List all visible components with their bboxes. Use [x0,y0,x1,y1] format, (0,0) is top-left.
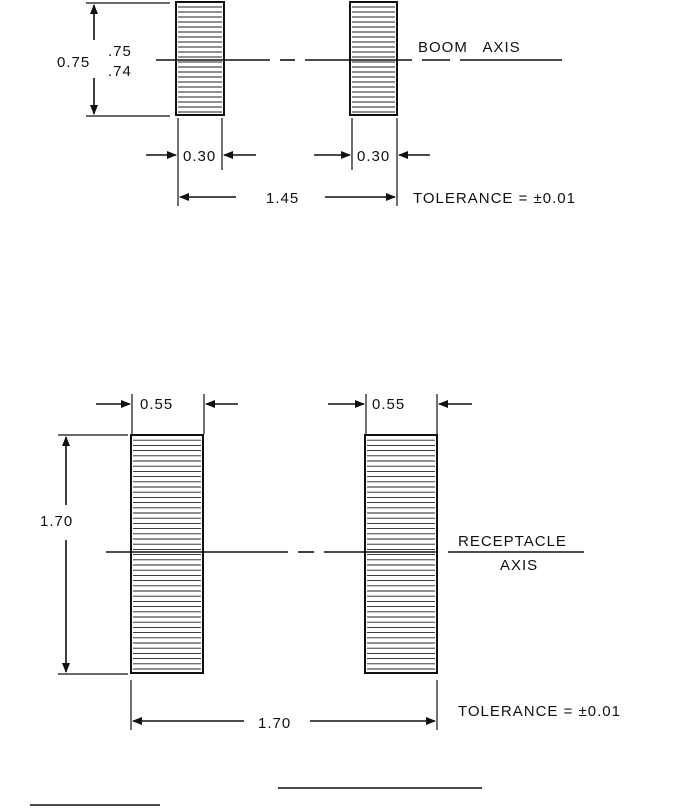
top-right-block-hatching [352,6,395,113]
top-left-block-hatching [178,6,222,113]
bottom-left-block [130,434,204,674]
bottom-left-block-hatching [133,439,201,670]
boom-axis-label: BOOM AXIS [418,39,521,56]
bottom-tolerance-note: TOLERANCE = ±0.01 [458,703,621,720]
bottom-right-width-label: 0.55 [372,396,405,413]
top-right-block [349,1,398,116]
top-left-width-label: 0.30 [183,148,216,165]
bottom-left-width-label: 0.55 [140,396,173,413]
top-height-label: 0.75 [57,54,90,71]
top-height-lower-tolerance: .74 [108,63,132,80]
receptacle-axis-label-line1: RECEPTACLE [458,533,567,550]
top-right-width-label: 0.30 [357,148,390,165]
bottom-height-label: 1.70 [40,513,73,530]
top-spacing-label: 1.45 [266,190,299,207]
top-height-upper-tolerance: .75 [108,43,132,60]
top-tolerance-note: TOLERANCE = ±0.01 [413,190,576,207]
top-left-block [175,1,225,116]
bottom-right-block [364,434,438,674]
bottom-view: 0.55 0.55 1.70 RECEPTACLE AXIS 1.70 [40,394,621,732]
top-view: 0.75 .75 .74 BOOM AXIS 0.30 0.30 [57,1,576,207]
bottom-spacing-label: 1.70 [258,715,291,732]
receptacle-axis-label-line2: AXIS [500,557,538,574]
bottom-right-block-hatching [367,439,435,670]
